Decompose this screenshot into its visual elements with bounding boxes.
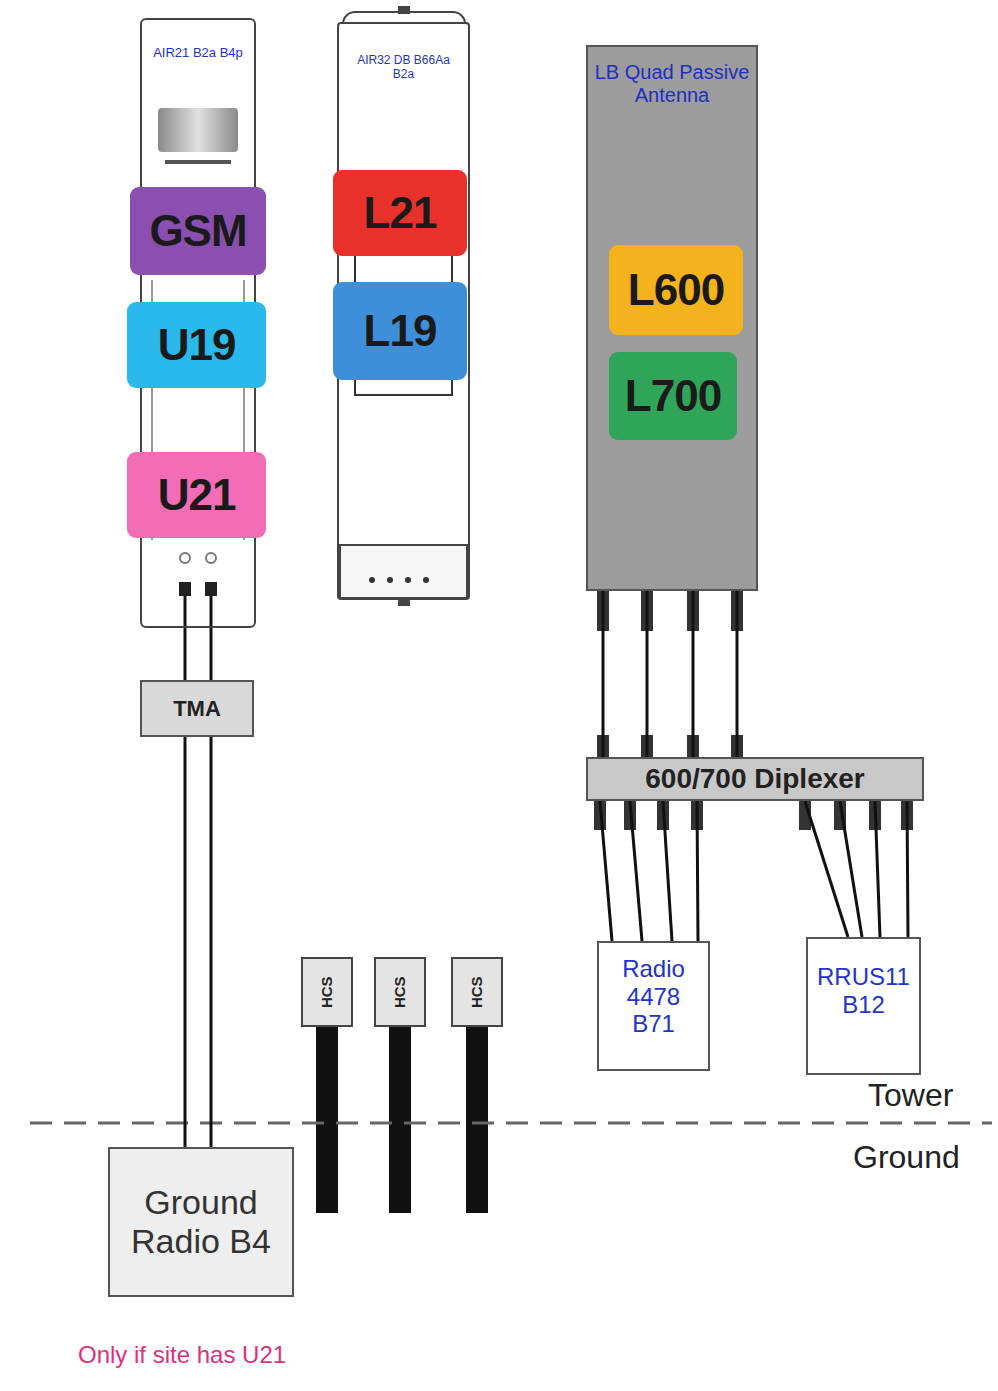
node-text: L21: [364, 188, 437, 239]
node-text: U19: [158, 320, 236, 371]
band-label: L19: [333, 282, 467, 380]
air32-antenna: AIR32 DB B66Aa B2aL21L19: [337, 22, 470, 600]
cable-line: [840, 801, 862, 937]
jumper-label: HCS: [392, 976, 409, 1008]
cable-line: [697, 801, 698, 941]
cable-line: [646, 591, 649, 757]
jumper-label: HCS: [319, 976, 336, 1008]
zone-label: Tower: [868, 1078, 953, 1113]
cable-line: [184, 737, 187, 1147]
radio-box: RRUS11 B12: [806, 937, 921, 1075]
cable-line: [907, 801, 908, 937]
cable-line: [736, 591, 739, 757]
air21-antenna: AIR21 B2a B4pGSM U19U21: [140, 18, 256, 628]
diplexer-box: 600/700 Diplexer: [586, 757, 924, 801]
band-label: L600: [609, 245, 743, 335]
band-label: L700: [609, 352, 737, 440]
radio-box: Radio 4478 B71: [597, 941, 710, 1071]
ground-line: [30, 1122, 992, 1125]
node-text: Ground Radio B4: [116, 1183, 286, 1261]
ground-radio-box: Ground Radio B4: [108, 1147, 294, 1297]
node-text: GSM: [149, 206, 246, 257]
hcs-jumpers: [302, 958, 502, 1213]
band-label: L21: [333, 170, 467, 256]
node-text: TMA: [173, 696, 221, 721]
cable-line: [210, 628, 213, 680]
node-text: 600/700 Diplexer: [645, 763, 865, 795]
tma-box: TMA: [140, 680, 254, 737]
cable-line: [210, 737, 213, 1147]
node-text: U21: [158, 470, 236, 521]
note-text: Only if site has U21: [78, 1342, 286, 1368]
band-label: U19: [127, 302, 266, 388]
node-text: L600: [628, 265, 724, 316]
band-label: GSM: [130, 187, 266, 275]
cable-line: [630, 801, 642, 941]
cable-line: [875, 801, 880, 937]
cable-line: [805, 801, 848, 937]
zone-label: Ground: [853, 1140, 960, 1175]
node-text: L700: [625, 371, 721, 422]
cable-line: [600, 801, 612, 941]
band-label: U21: [127, 452, 266, 538]
antenna-ports: [597, 591, 743, 631]
node-text: AIR21 B2a B4p: [153, 46, 243, 61]
node-text: AIR32 DB B66Aa B2a: [345, 54, 462, 82]
cable-line: [184, 628, 187, 680]
node-text: L19: [364, 306, 437, 357]
cable-line: [692, 591, 695, 757]
node-text: RRUS11 B12: [814, 963, 913, 1018]
node-text: Radio 4478 B71: [605, 955, 702, 1038]
cable-line: [602, 591, 605, 757]
passive-antenna: LB Quad Passive AntennaL600L700: [586, 45, 758, 591]
jumper-label: HCS: [469, 976, 486, 1008]
cable-line: [663, 801, 672, 941]
node-text: LB Quad Passive Antenna: [594, 61, 750, 107]
